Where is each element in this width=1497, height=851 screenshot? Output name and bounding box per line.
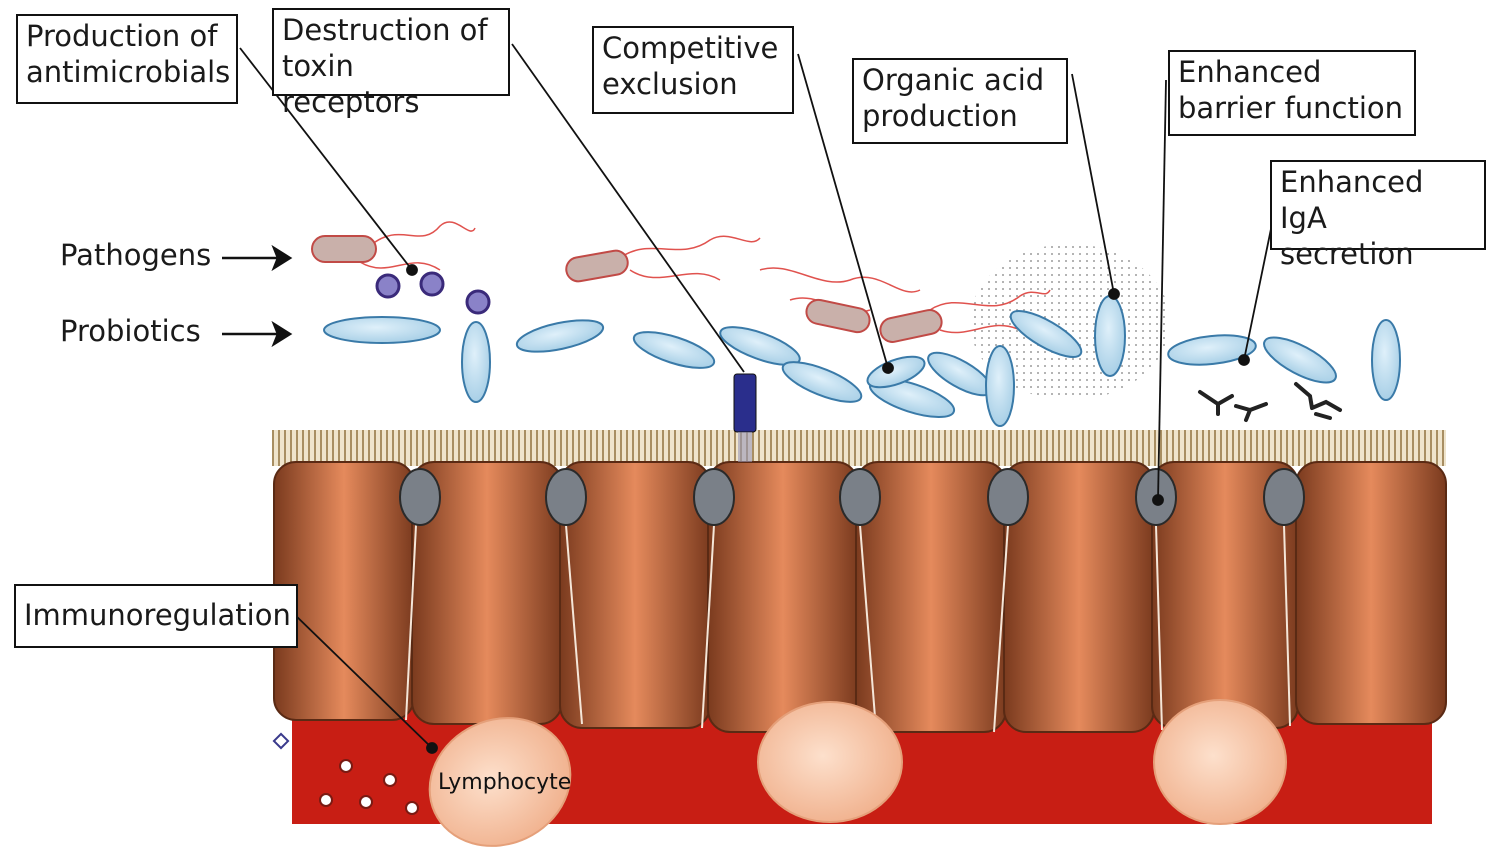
- label-probiotics: Probiotics: [60, 314, 201, 348]
- nucleus: [840, 469, 880, 525]
- label-enhanced-barrier-function: Enhanced barrier function: [1168, 50, 1416, 136]
- nucleus: [400, 469, 440, 525]
- label-lymphocyte: Lymphocyte: [438, 770, 571, 795]
- antimicrobial-particles: [377, 273, 489, 313]
- nucleus: [1264, 469, 1304, 525]
- label-immunoregulation: Immunoregulation: [14, 584, 298, 648]
- pathogen: [564, 236, 760, 283]
- probiotic: [986, 346, 1014, 426]
- probiotic: [778, 354, 866, 410]
- probiotic: [514, 314, 605, 358]
- label-destruction-of-toxin-receptors: Destruction of toxin receptors: [272, 8, 510, 96]
- nucleus: [546, 469, 586, 525]
- nucleus: [694, 469, 734, 525]
- microvilli-brush-border: [272, 430, 1446, 466]
- epithelial-cell: [1296, 462, 1446, 724]
- toxin-receptor-stalk: [738, 432, 752, 462]
- nucleus: [988, 469, 1028, 525]
- side-arrows: [222, 248, 290, 344]
- label-enhanced-iga-secretion: Enhanced IgA secretion: [1270, 160, 1486, 250]
- probiotic: [462, 322, 490, 402]
- lymphocyte: [1154, 700, 1286, 824]
- probiotic: [324, 317, 440, 343]
- toxin-receptor: [734, 374, 756, 432]
- label-production-of-antimicrobials: Production of antimicrobials: [16, 14, 238, 104]
- label-organic-acid-production: Organic acid production: [852, 58, 1068, 144]
- label-competitive-exclusion: Competitive exclusion: [592, 26, 794, 114]
- probiotic: [630, 325, 718, 376]
- probiotic: [1372, 320, 1400, 400]
- iga-antibodies: [1200, 384, 1340, 420]
- probiotic: [1095, 296, 1125, 376]
- label-pathogens: Pathogens: [60, 238, 211, 272]
- lymphocyte: [758, 702, 902, 822]
- probiotic: [1258, 329, 1342, 391]
